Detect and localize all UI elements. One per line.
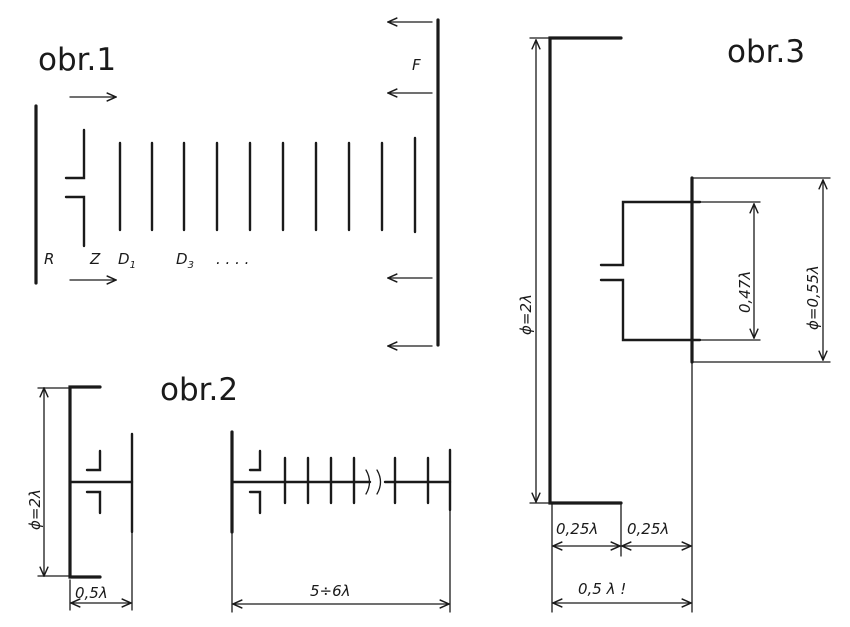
figure-2: obr.2 ϕ=2λ 0,5λ: [26, 372, 452, 613]
inner-height-label: 0,47λ: [736, 271, 754, 313]
length-label: 5÷6λ: [310, 582, 351, 600]
spacing-a-label: 0,25λ: [556, 520, 598, 538]
force-label: F: [412, 56, 421, 74]
ellipsis-label: . . . .: [216, 250, 249, 268]
outer-height-label: ϕ=0,55λ: [804, 265, 822, 330]
driven-element-top: [85, 449, 102, 472]
driven-element-bottom: [248, 490, 262, 515]
driven-element-bottom: [85, 490, 102, 515]
directors: [118, 136, 417, 234]
figure-2-title: obr.2: [160, 372, 238, 408]
spacing-label: 0,5λ: [75, 584, 108, 602]
driven-element-top: [248, 449, 262, 472]
driven-label: Z: [89, 250, 101, 268]
directors: [283, 448, 452, 512]
spacing-b-label: 0,25λ: [627, 520, 669, 538]
total-label: 0,5 λ !: [578, 580, 626, 598]
figure-3-title: obr.3: [727, 34, 805, 70]
director3-label: D3: [176, 250, 194, 271]
break-mark-icon: [365, 469, 382, 495]
figure-1-title: obr.1: [38, 42, 116, 78]
figure-3: obr.3 ϕ=2λ 0,47λ ϕ=0,55λ 0,25λ 0,25λ 0,5: [517, 34, 831, 613]
reflector-bracket: [548, 36, 623, 505]
height-label: ϕ=2λ: [517, 294, 535, 335]
driven-element-bottom: [599, 278, 702, 342]
director1-label: D1: [118, 250, 136, 271]
figure-1: obr.1 F R Z D1 D3: [34, 20, 440, 346]
driven-element-top: [599, 200, 702, 267]
driven-element-top: [64, 128, 86, 180]
driven-element-bottom: [64, 195, 86, 248]
reflector-label: R: [44, 250, 54, 268]
height-label: ϕ=2λ: [26, 489, 44, 530]
